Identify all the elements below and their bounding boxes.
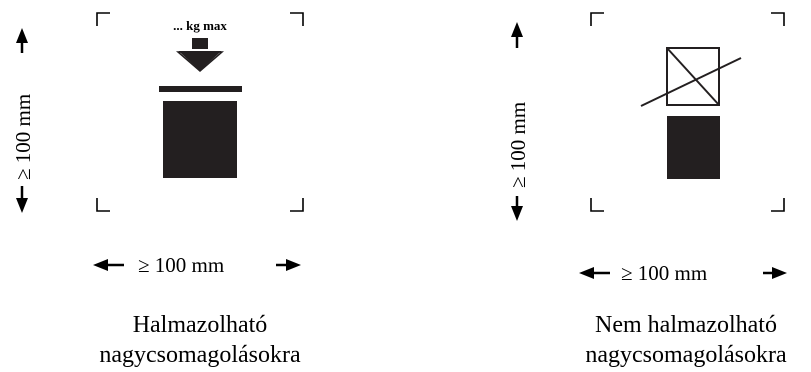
caption-line-2: nagycsomagolásokra — [585, 342, 787, 368]
corner-crop-mark-icon — [290, 12, 304, 26]
caption-line-1: Nem halmazolható — [595, 312, 777, 338]
horizontal-dimension-label: ≥ 100 mm — [138, 253, 224, 277]
vertical-dimension-arrow — [16, 28, 28, 213]
down-arrow-icon — [173, 38, 227, 74]
vertical-dimension-label: ≥ 100 mm — [506, 102, 530, 188]
vertical-dimension-label: ≥ 100 mm — [11, 94, 35, 180]
crossed-box-icon — [640, 47, 742, 107]
corner-crop-mark-icon — [290, 198, 304, 212]
caption-line-2: nagycsomagolásokra — [99, 342, 301, 368]
corner-crop-mark-icon — [771, 12, 785, 26]
corner-crop-mark-icon — [771, 198, 785, 212]
horizontal-dimension-arrows — [93, 259, 301, 271]
corner-crop-mark-icon — [590, 12, 604, 26]
stackable-symbol-figure: ≥ 100 mm ... kg max ≥ 100 mm — [11, 12, 304, 277]
load-limit-label: ... kg max — [173, 18, 227, 33]
corner-crop-mark-icon — [590, 198, 604, 212]
corner-crop-mark-icon — [96, 198, 110, 212]
corner-crop-marks — [590, 12, 785, 212]
horizontal-dimension-arrows — [579, 267, 787, 279]
stackable-caption: Halmazolható nagycsomagolásokra — [95, 310, 305, 370]
package-icon — [667, 116, 720, 179]
package-icon — [159, 86, 242, 178]
corner-crop-mark-icon — [96, 12, 110, 26]
non-stackable-caption: Nem halmazolható nagycsomagolásokra — [563, 310, 809, 370]
caption-line-1: Halmazolható — [132, 312, 268, 338]
corner-crop-marks — [96, 12, 304, 212]
non-stackable-symbol-figure: ≥ 100 mm ≥ 100 mm — [506, 12, 787, 285]
horizontal-dimension-label: ≥ 100 mm — [621, 261, 707, 285]
vertical-dimension-arrow — [511, 22, 523, 221]
stackable-panel: ≥ 100 mm ... kg max ≥ 100 mm — [0, 0, 400, 372]
non-stackable-panel: ≥ 100 mm ≥ 100 mm Nem halmazolható nagyc… — [495, 0, 811, 372]
